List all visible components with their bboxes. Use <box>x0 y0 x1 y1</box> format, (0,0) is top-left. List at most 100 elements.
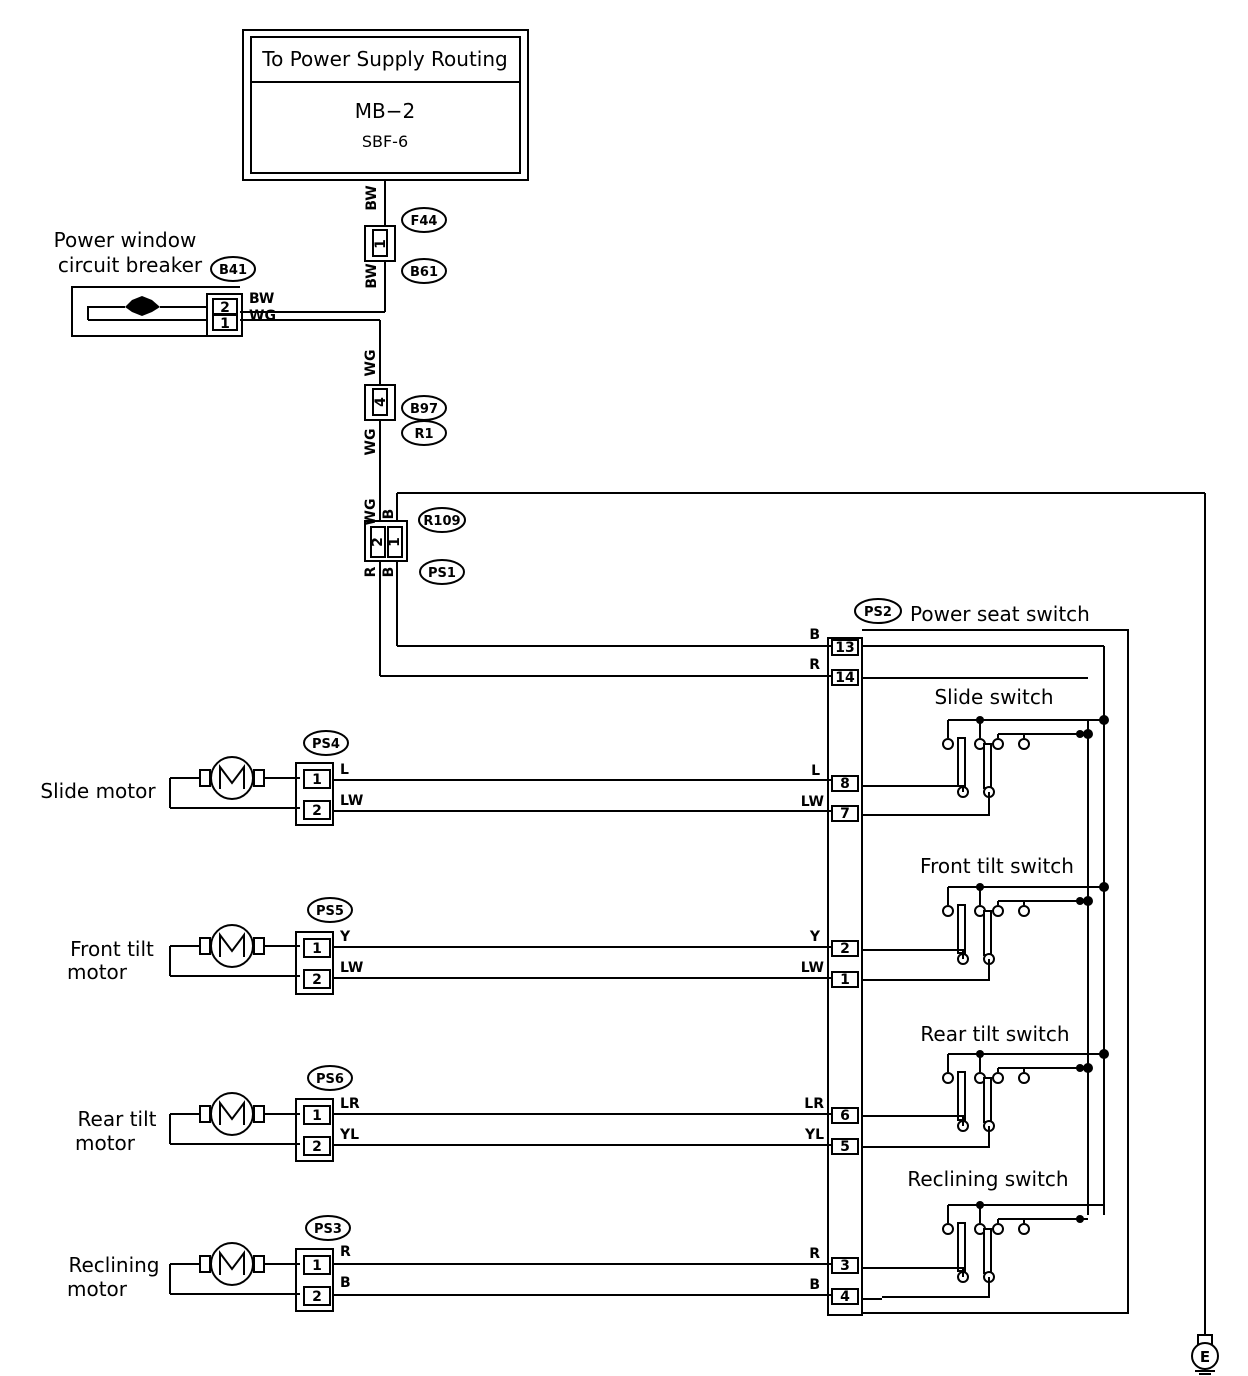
connector-pin: 4 <box>373 397 389 407</box>
connector-pin: 1 <box>312 941 322 957</box>
connector-ps2-badge <box>854 598 902 624</box>
wire-color-label: LR <box>340 1096 360 1112</box>
connector-pin: 4 <box>840 1289 850 1305</box>
front-tilt-switch-label: Front tilt switch <box>920 854 1074 878</box>
connector-ps3-badge <box>305 1215 351 1241</box>
connector-ps3-id: PS3 <box>314 1222 342 1237</box>
connector-pin: 5 <box>840 1139 850 1155</box>
circuit-breaker-body <box>71 286 240 337</box>
connector-ps1-badge <box>419 559 465 585</box>
connector-ps6-badge <box>307 1065 353 1091</box>
connector-pin: 2 <box>370 537 386 547</box>
front-tilt-motor: Front tilt motor PS5 1 2 Y LW <box>67 897 832 995</box>
front-tilt-switch: Front tilt switch <box>920 854 1091 965</box>
connector-pin: 2 <box>312 803 322 819</box>
wire-color-label: WG <box>363 499 379 526</box>
wire-color-label: LR <box>804 1096 824 1112</box>
connector-r1-id: R1 <box>414 427 433 442</box>
connector-ps4 <box>295 762 334 826</box>
ground-label: E <box>1200 1348 1210 1366</box>
connector-b41 <box>206 293 243 337</box>
motor-label: motor <box>75 1131 136 1155</box>
wire-color-label: WG <box>249 308 276 324</box>
motor-label: motor <box>67 960 128 984</box>
connector-pin: 2 <box>312 1139 322 1155</box>
wire-color-label: L <box>340 762 349 778</box>
wire-color-label: LW <box>801 794 824 810</box>
wire-color-label: B <box>809 1277 820 1293</box>
motor-label: motor <box>67 1277 128 1301</box>
motor-label: Reclining <box>68 1253 159 1277</box>
connector-pin: 1 <box>312 1258 322 1274</box>
wire-color-label: YL <box>804 1127 824 1143</box>
connector-b61-id: B61 <box>410 265 438 280</box>
connector-b97-id: B97 <box>410 402 438 417</box>
wire-color-label: YL <box>339 1127 359 1143</box>
wire-color-label: R <box>809 657 820 673</box>
connector-pin: 7 <box>840 806 850 822</box>
connector-ps5 <box>295 931 334 995</box>
connector-pin: 6 <box>840 1108 850 1124</box>
wire-color-label: R <box>363 566 379 577</box>
power-seat-switch-title: Power seat switch <box>910 602 1090 626</box>
connector-pin: 2 <box>840 941 850 957</box>
connector-pin: 2 <box>312 1289 322 1305</box>
power-seat-switch-housing <box>862 629 1129 1314</box>
connector-ps5-id: PS5 <box>316 904 344 919</box>
connector-ps4-id: PS4 <box>312 737 340 752</box>
connector-f44-id: F44 <box>411 214 438 229</box>
connector-ps2 <box>827 637 863 1316</box>
connector-pin: 8 <box>840 776 850 792</box>
connector-r109-id: R109 <box>423 514 460 529</box>
connector-r1-badge <box>401 420 447 446</box>
connector-b41-id: B41 <box>219 263 247 278</box>
wire-color-label: BW <box>364 185 380 210</box>
rear-tilt-motor: Rear tilt motor PS6 1 2 LR YL <box>75 1065 832 1162</box>
wire-color-label: B <box>381 567 397 578</box>
motor-label: Rear tilt <box>78 1107 157 1131</box>
connector-pin: 1 <box>312 1108 322 1124</box>
wire-color-label: Y <box>339 929 351 945</box>
power-supply-slow-blow-fuse: SBF-6 <box>362 132 408 151</box>
wire-color-label: BW <box>249 291 274 307</box>
wire-color-label: B <box>809 627 820 643</box>
wire-color-label: WG <box>363 429 379 456</box>
connector-pin: 3 <box>840 1258 850 1274</box>
wire-color-label: B <box>340 1275 351 1291</box>
wire-color-label: BW <box>364 263 380 288</box>
connector-ps5-badge <box>307 897 353 923</box>
connector-r109-ps1 <box>364 520 408 562</box>
connector-ps3 <box>295 1248 334 1312</box>
connector-pin: 14 <box>835 670 855 686</box>
connector-b61-badge <box>401 258 447 284</box>
wire-color-label: LW <box>340 793 363 809</box>
rear-tilt-switch: Rear tilt switch <box>920 1022 1091 1132</box>
slide-switch: Slide switch <box>934 685 1091 798</box>
connector-pin: 1 <box>373 239 389 249</box>
wire-color-label: R <box>340 1244 351 1260</box>
connector-pin: 1 <box>840 972 850 988</box>
reclining-switch-label: Reclining switch <box>907 1167 1068 1191</box>
ground-symbol: E <box>1191 1334 1219 1375</box>
connector-pin: 1 <box>312 772 322 788</box>
connector-ps6-id: PS6 <box>316 1072 344 1087</box>
wire-color-label: Y <box>809 929 821 945</box>
connector-b97-r1 <box>364 384 396 421</box>
power-supply-header: To Power Supply Routing <box>261 47 507 71</box>
connector-ps1-id: PS1 <box>428 566 456 581</box>
slide-switch-label: Slide switch <box>934 685 1053 709</box>
connector-f44-b61 <box>364 225 396 262</box>
reclining-switch: Reclining switch <box>907 1167 1091 1283</box>
connector-pin: 1 <box>220 316 230 332</box>
motor-label: Slide motor <box>40 779 156 803</box>
circuit-breaker-label-line1: Power window <box>54 228 197 252</box>
wire-color-label: L <box>811 763 820 779</box>
wire-color-label: WG <box>363 350 379 377</box>
connector-r109-badge <box>418 507 466 533</box>
slide-motor: Slide motor PS4 1 2 L LW <box>40 730 832 826</box>
wire-color-label: LW <box>801 960 824 976</box>
connector-pin: 13 <box>835 640 854 656</box>
connector-ps4-badge <box>303 730 349 756</box>
wire-color-label: R <box>809 1246 820 1262</box>
